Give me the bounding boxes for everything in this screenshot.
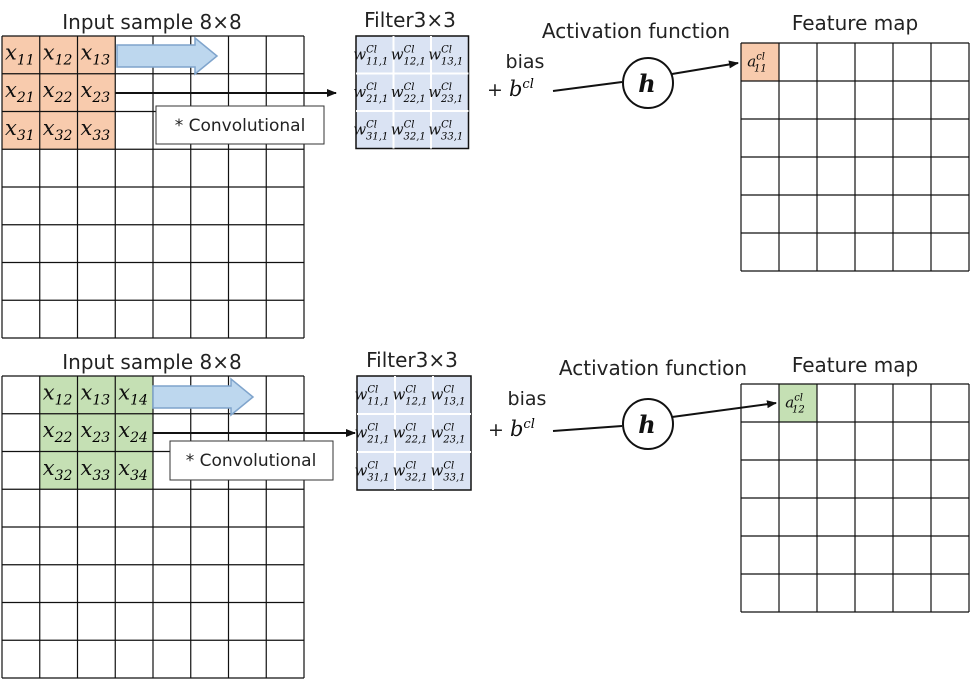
math-cell-label: x32 xyxy=(43,456,73,484)
activation-node xyxy=(622,57,674,109)
receptive-field-highlight xyxy=(2,36,116,150)
feature-map-label: Feature map xyxy=(792,11,918,35)
input-grid-highlight xyxy=(39,376,153,490)
filter-background xyxy=(356,375,472,491)
activation-symbol: h xyxy=(638,69,655,98)
convolutional-label: * Convolutional xyxy=(186,451,317,471)
math-cell-label: x33 xyxy=(81,116,111,144)
feature-map-grid xyxy=(740,42,970,272)
math-cell-label: x23 xyxy=(81,418,111,446)
input-sample-label: Input sample 8×8 xyxy=(62,10,241,34)
convolutional-box xyxy=(169,440,334,481)
activation-node xyxy=(622,398,674,450)
math-cell-label: x12 xyxy=(43,380,73,408)
math-cell-label: x14 xyxy=(118,380,148,408)
math-cell-label: x21 xyxy=(5,78,35,106)
filter-label: Filter3×3 xyxy=(364,8,456,32)
bias-term: + bcl xyxy=(488,417,535,441)
input-grid xyxy=(1,35,305,339)
convolutional-callout: * Convolutional xyxy=(169,440,334,481)
convolutional-callout: * Convolutional xyxy=(155,105,325,145)
panel-1: x11 x12 x13 x21 x22 x23 x31 x32 x33 Input sample… xyxy=(1,8,970,339)
input-grid xyxy=(1,375,305,679)
math-cell-label: x13 xyxy=(81,380,111,408)
math-cell-label: x31 xyxy=(5,116,35,144)
activation-to-feature-arrow xyxy=(671,400,777,418)
convolutional-box xyxy=(155,105,325,145)
activation-function-label: Activation function xyxy=(559,356,747,380)
math-cell-label: x12 xyxy=(43,40,73,68)
output-cell-fill xyxy=(779,384,817,422)
math-cell-label: x33 xyxy=(81,456,111,484)
slide-arrow xyxy=(152,377,255,417)
math-cell-label: x11 xyxy=(5,40,35,68)
math-cell-label: x22 xyxy=(43,78,73,106)
input-grid-highlight xyxy=(2,36,116,150)
filter-background xyxy=(355,35,470,150)
bias-label: bias xyxy=(506,51,545,73)
input-sample-label: Input sample 8×8 xyxy=(62,350,241,374)
math-cell-label: x13 xyxy=(81,40,111,68)
math-cell-label: x34 xyxy=(118,456,148,484)
activation-symbol: h xyxy=(638,410,655,439)
math-cell-label: x24 xyxy=(118,418,148,446)
filter-label: Filter3×3 xyxy=(366,348,458,372)
input-cell-labels: x11 x12 x13 x21 x22 x23 x31 x32 x33 xyxy=(5,40,110,144)
output-cell-fill xyxy=(741,43,779,81)
math-cell-label: x22 xyxy=(43,418,73,446)
bias-term: + bcl xyxy=(487,77,534,101)
activation-to-feature-arrow xyxy=(671,60,739,75)
convolutional-label: * Convolutional xyxy=(175,116,306,136)
math-cell-label: x32 xyxy=(43,116,73,144)
bias-to-activation-line xyxy=(552,81,623,92)
activation-function-label: Activation function xyxy=(542,19,730,43)
math-cell-label: x23 xyxy=(81,78,111,106)
bias-label: bias xyxy=(508,388,547,410)
slide-arrow xyxy=(116,36,219,76)
receptive-field-highlight xyxy=(39,376,153,490)
feature-map-label: Feature map xyxy=(792,353,918,377)
bias-to-activation-line xyxy=(552,425,623,432)
feature-map-grid xyxy=(740,383,970,613)
